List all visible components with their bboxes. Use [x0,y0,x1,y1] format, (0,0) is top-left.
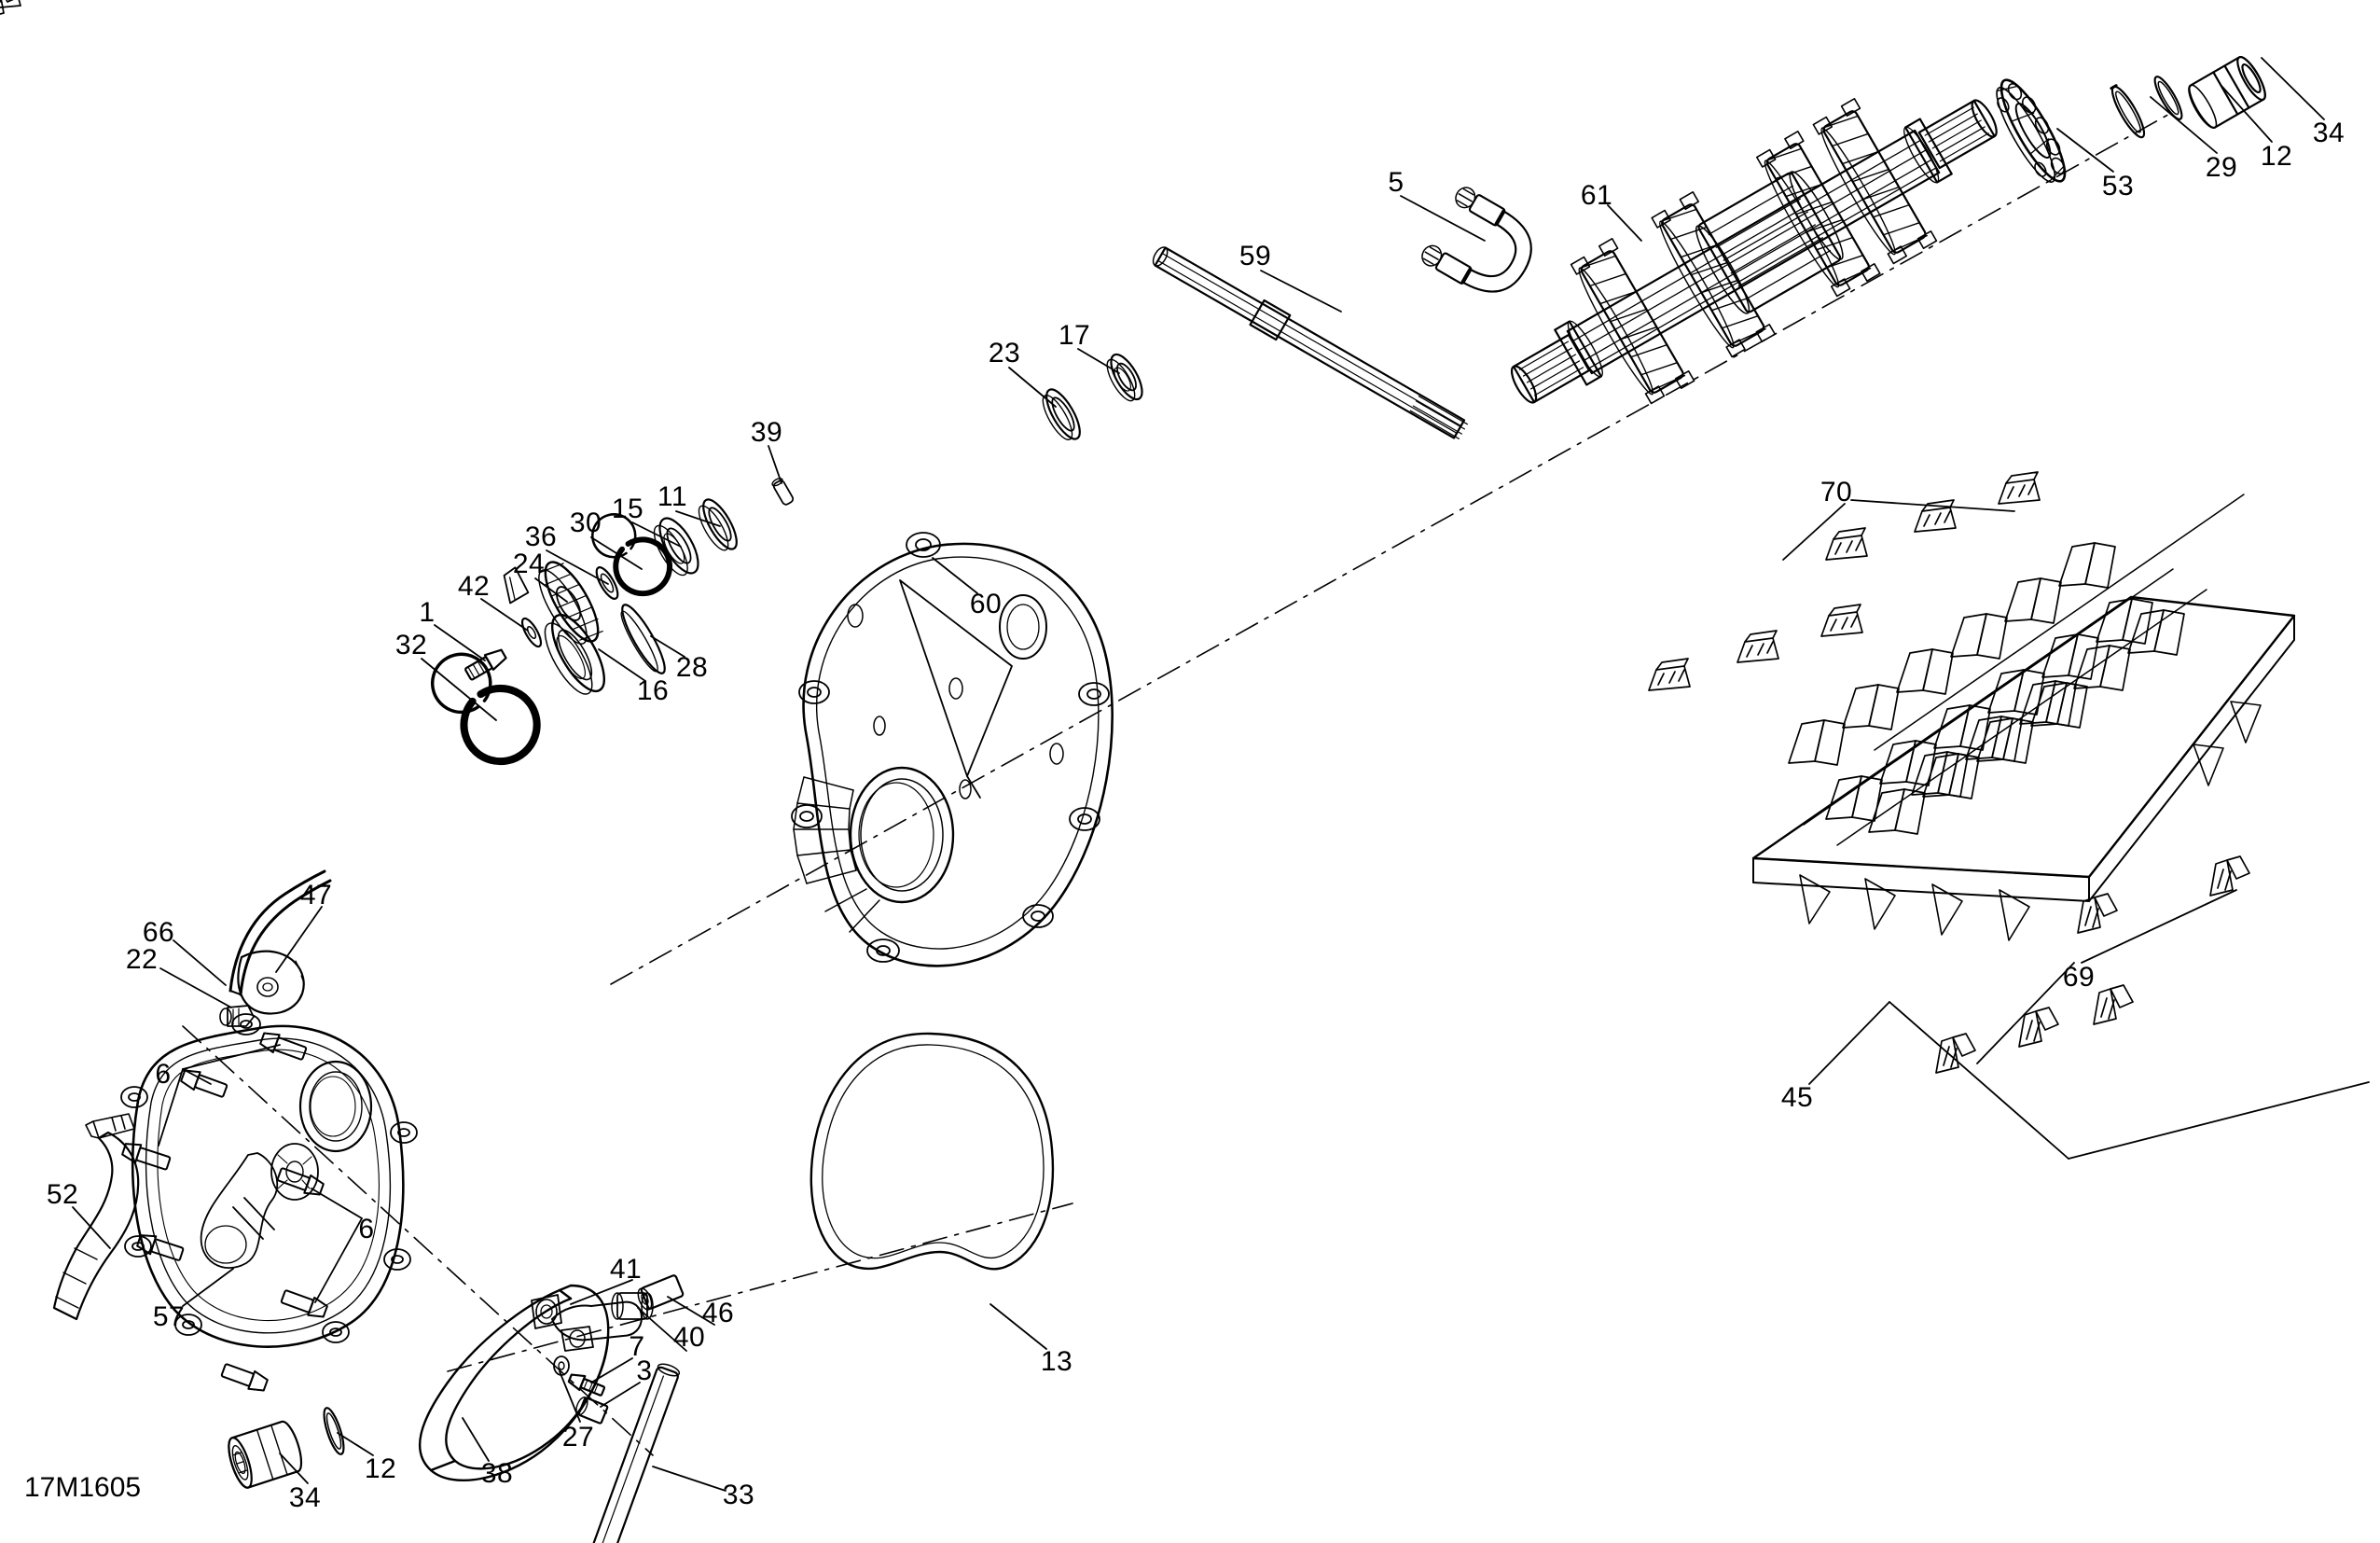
callout-60: 60 [969,589,1003,619]
callout-52: 52 [46,1179,79,1210]
callout-28: 28 [675,652,709,683]
callout-59: 59 [1238,241,1272,271]
callout-32: 32 [394,630,428,660]
callout-70: 70 [1820,477,1853,507]
callout-47: 47 [299,880,333,911]
callout-30: 30 [569,507,602,538]
callout-24: 24 [512,549,546,579]
callout-61: 61 [1580,180,1613,211]
callout-22: 22 [125,944,159,975]
callout-45: 45 [1780,1082,1814,1113]
callout-46: 46 [701,1298,735,1328]
callout-13: 13 [1040,1346,1073,1377]
callout-1: 1 [419,597,436,628]
callout-23: 23 [988,338,1021,368]
callout-34-bottom: 34 [288,1482,322,1513]
callout-36: 36 [524,521,558,552]
callout-16: 16 [636,675,670,706]
callout-5: 5 [1388,167,1404,198]
callout-53: 53 [2101,171,2135,202]
callout-27: 27 [561,1422,595,1453]
callout-66: 66 [142,917,175,948]
callout-39: 39 [750,417,783,448]
callout-17: 17 [1058,320,1091,351]
callout-57: 57 [152,1301,186,1332]
callout-6-lower: 6 [358,1214,375,1244]
callout-6-upper: 6 [155,1059,172,1090]
callout-11: 11 [657,481,688,512]
callout-34-top: 34 [2312,118,2345,148]
callout-69: 69 [2062,962,2096,993]
callout-3: 3 [636,1355,653,1386]
callout-7: 7 [629,1331,645,1362]
callout-41: 41 [609,1254,643,1285]
callout-29: 29 [2205,152,2238,183]
callout-12-top: 12 [2260,141,2293,172]
callout-33: 33 [722,1480,755,1510]
callout-42: 42 [457,571,491,602]
callout-12-bottom: 12 [364,1453,397,1484]
diagram-code: 17M1605 [24,1472,142,1503]
callout-38: 38 [480,1458,514,1489]
callout-40: 40 [672,1322,706,1353]
callout-15: 15 [611,493,644,524]
